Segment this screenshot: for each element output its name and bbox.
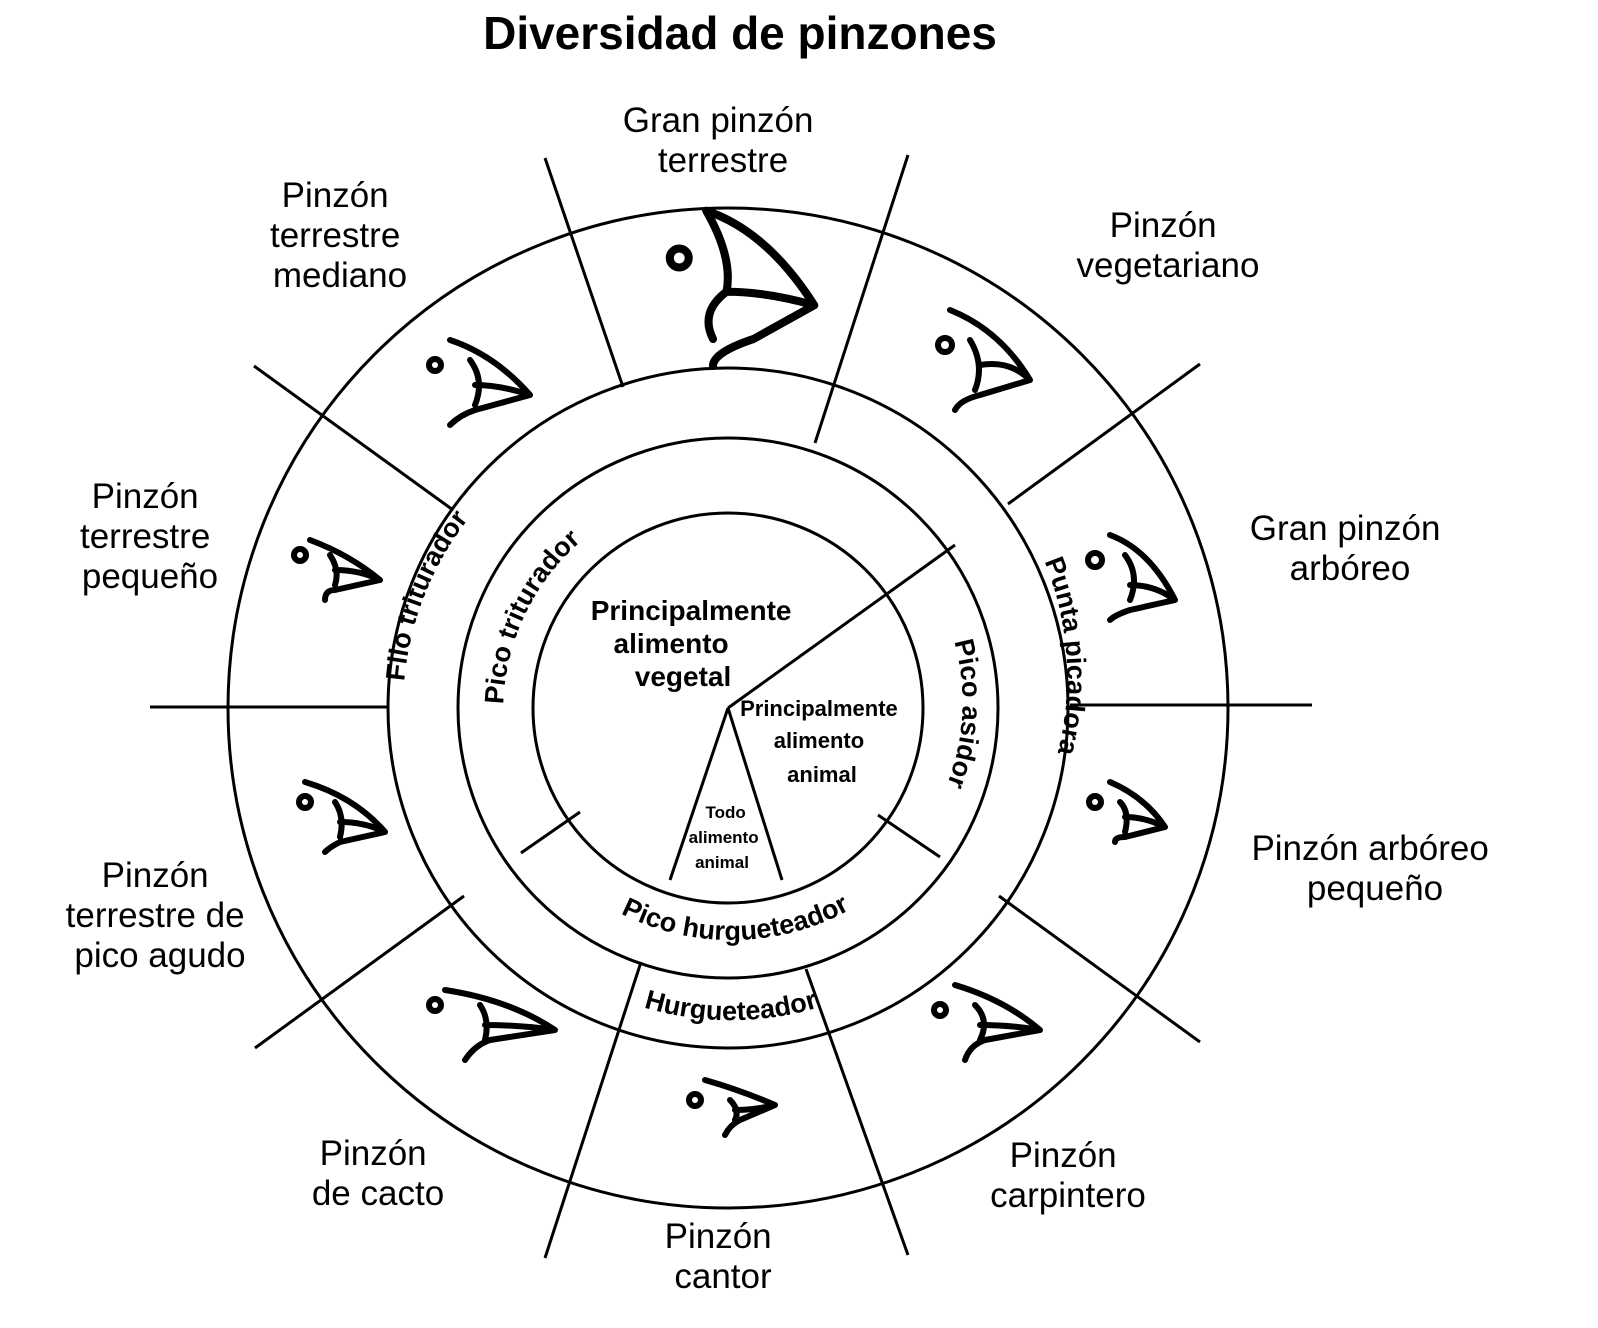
label-pinzon-vegetariano: Pinzón vegetariano <box>1077 206 1260 285</box>
species-dividers <box>150 154 1312 1259</box>
label-diet-vegetal: Principalmente alimento vegetal <box>591 595 800 692</box>
finch-head-icon <box>1085 532 1178 623</box>
label-diet-todo-animal: Todo alimento animal <box>689 803 764 872</box>
label-hurgueteador: Hurgueteador <box>642 984 820 1026</box>
diet-core-circle <box>531 511 925 905</box>
label-pico-triturador: Pico triturador <box>479 523 585 705</box>
label-gran-pinzon-arboreo: Gran pinzón arbóreo <box>1250 509 1450 588</box>
finch-head-icon <box>426 337 533 428</box>
label-gran-pinzon-terrestre: Gran pinzón terrestre <box>623 101 823 180</box>
diet-dividers <box>668 543 956 881</box>
beak-type-ring-outer-circle <box>456 436 1000 980</box>
finch-head-icon <box>296 779 388 855</box>
label-pico-hurgueteador: Pico hurgueteador <box>618 888 853 946</box>
finch-head-icon <box>686 1077 778 1138</box>
label-pinzon-cantor: Pinzón cantor <box>665 1217 782 1296</box>
finch-head-icon <box>1086 779 1168 845</box>
label-pinzon-de-cacto: Pinzón de cacto <box>312 1134 444 1213</box>
label-pinzon-terrestre-pico-agudo: Pinzón terrestre de pico agudo <box>66 856 255 975</box>
label-pinzon-terrestre-mediano: Pinzón terrestre mediano <box>270 176 410 295</box>
finch-head-icon <box>291 537 383 603</box>
label-punta-picadora: Punta picadora <box>1039 553 1091 759</box>
label-pico-asidor: Pico asidor <box>941 636 986 793</box>
label-pinzon-terrestre-pequeno: Pinzón terrestre pequeño <box>80 477 220 596</box>
beak-type-dividers <box>520 810 941 859</box>
finch-head-icon <box>935 307 1033 413</box>
finch-head-icon <box>426 987 558 1063</box>
label-diet-animal: Principalmente alimento animal <box>740 696 904 787</box>
finch-head-icon <box>665 206 819 371</box>
label-filo-triturador: Filo triturador <box>380 504 473 682</box>
finch-head-icon <box>931 982 1043 1063</box>
label-pinzon-arboreo-pequeno: Pinzón arbóreo pequeño <box>1251 829 1498 908</box>
label-pinzon-carpintero: Pinzón carpintero <box>990 1136 1146 1215</box>
diagram-title: Diversidad de pinzones <box>483 7 997 59</box>
